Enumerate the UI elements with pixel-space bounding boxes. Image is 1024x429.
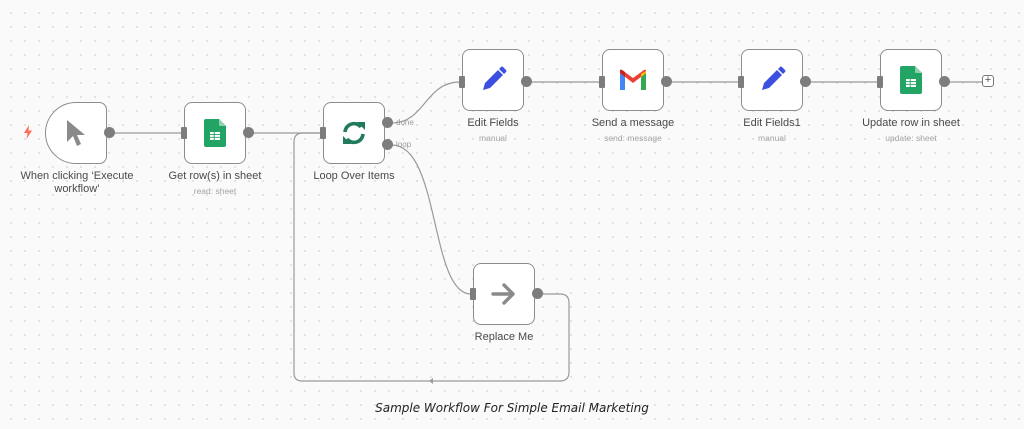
gmail-icon xyxy=(620,69,646,90)
node-subtitle: read: sheet xyxy=(193,186,237,196)
pencil-icon xyxy=(483,66,507,90)
node-manual-trigger[interactable] xyxy=(45,102,107,164)
input-port[interactable] xyxy=(470,288,476,300)
input-port[interactable] xyxy=(320,127,326,139)
node-subtitle: update: sheet xyxy=(885,133,937,143)
edge-loop-done-to-edit-fields xyxy=(391,81,461,124)
edge-direction-marker xyxy=(429,378,433,384)
node-label: Edit Fields1 xyxy=(743,117,801,129)
lightning-bolt-icon xyxy=(24,125,32,139)
output-port[interactable] xyxy=(243,127,254,138)
loop-icon xyxy=(343,121,365,145)
google-sheets-icon xyxy=(900,66,922,94)
output-port-done[interactable] xyxy=(382,117,393,128)
node-label-line: When clicking ‘Execute xyxy=(20,170,134,182)
input-port[interactable] xyxy=(459,76,465,88)
workflow-caption: Sample Workflow For Simple Email Marketi… xyxy=(375,401,649,415)
output-port[interactable] xyxy=(104,127,115,138)
node-subtitle: manual xyxy=(479,133,507,143)
node-label: Edit Fields xyxy=(467,117,519,129)
output-port[interactable] xyxy=(939,76,950,87)
node-send-message[interactable] xyxy=(602,49,664,111)
node-label: Replace Me xyxy=(474,331,534,343)
edge-loop-to-replace xyxy=(391,144,472,295)
output-port[interactable] xyxy=(532,288,543,299)
pencil-icon xyxy=(762,66,786,90)
arrow-right-icon xyxy=(491,283,515,305)
input-port[interactable] xyxy=(181,127,187,139)
node-label-line: workflow’ xyxy=(54,183,100,195)
port-label-loop: loop xyxy=(396,140,412,149)
add-node-button[interactable]: + xyxy=(982,75,994,87)
input-port[interactable] xyxy=(877,76,883,88)
node-update-row[interactable] xyxy=(880,49,942,111)
node-subtitle: manual xyxy=(758,133,786,143)
output-port[interactable] xyxy=(800,76,811,87)
node-edit-fields[interactable] xyxy=(462,49,524,111)
node-replace-me[interactable] xyxy=(473,263,535,325)
node-label: Update row in sheet xyxy=(862,117,960,129)
input-port[interactable] xyxy=(738,76,744,88)
node-label: Loop Over Items xyxy=(313,170,395,182)
output-port-loop[interactable] xyxy=(382,139,393,150)
cursor-icon xyxy=(67,120,85,146)
node-loop-over-items[interactable] xyxy=(323,102,385,164)
node-get-rows[interactable] xyxy=(184,102,246,164)
node-subtitle: send: message xyxy=(604,133,662,143)
port-label-done: done xyxy=(396,118,414,127)
input-port[interactable] xyxy=(599,76,605,88)
node-label: Send a message xyxy=(591,117,675,129)
node-label: When clicking ‘Execute workflow’ xyxy=(7,170,147,196)
node-label: Get row(s) in sheet xyxy=(168,170,262,182)
output-port[interactable] xyxy=(661,76,672,87)
google-sheets-icon xyxy=(204,119,226,147)
output-port[interactable] xyxy=(521,76,532,87)
node-edit-fields1[interactable] xyxy=(741,49,803,111)
